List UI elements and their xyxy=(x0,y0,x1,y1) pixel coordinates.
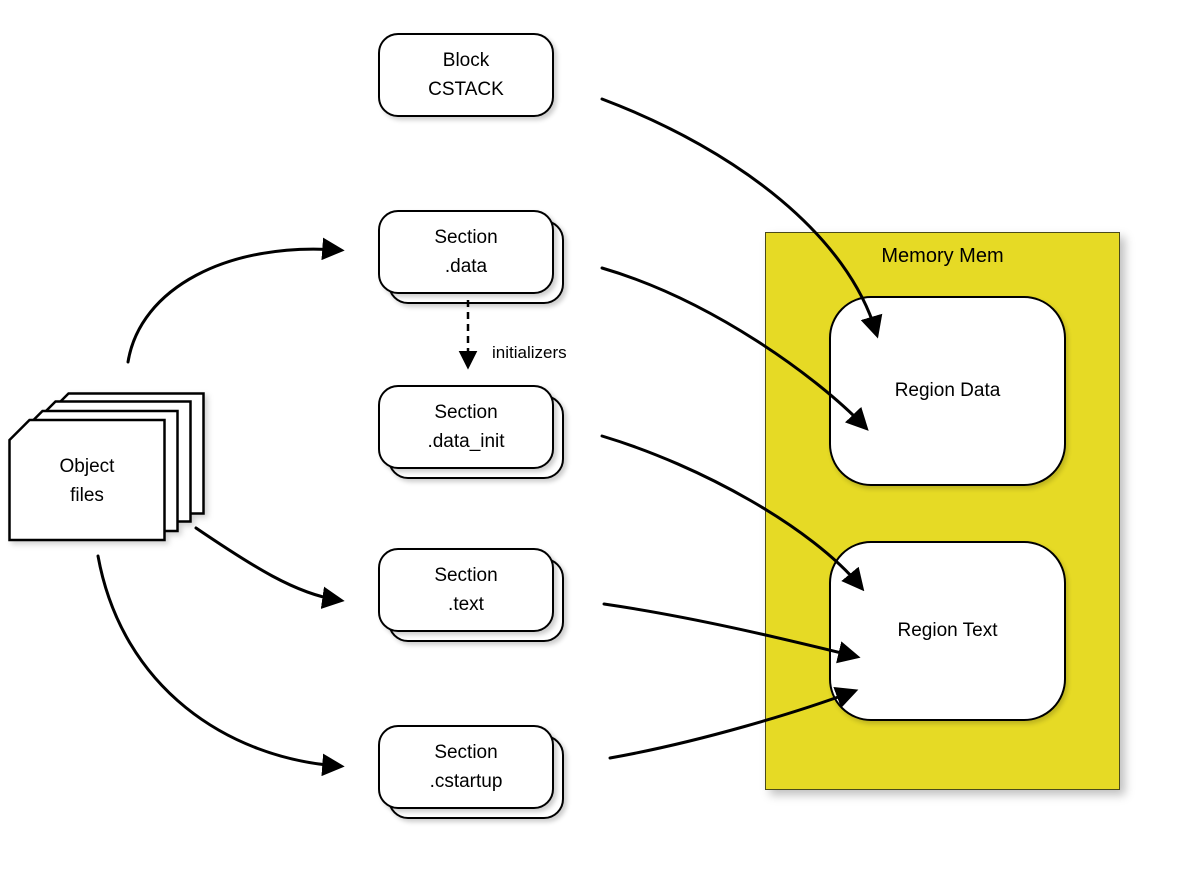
section-text-box: Section .text xyxy=(378,548,554,632)
region-data: Region Data xyxy=(829,296,1066,486)
node-label-line: Section xyxy=(434,226,498,248)
object-files-label-line: files xyxy=(70,485,104,506)
arrow-objectfiles-to-section-cstartup xyxy=(96,554,345,777)
object-files-label-line: Object xyxy=(59,455,115,477)
node-label-line: .text xyxy=(448,594,484,615)
node-label-line: Block xyxy=(442,49,490,71)
node-label-line: .data xyxy=(444,256,488,277)
node-label-line: Section xyxy=(434,741,498,763)
node-section-data-init: Section .data_init xyxy=(378,385,564,479)
node-label-line: Section xyxy=(434,564,498,586)
node-section-text: Section .text xyxy=(378,548,564,642)
memory-block: Memory Mem Region Data Region Text xyxy=(765,232,1120,790)
node-label-line: CSTACK xyxy=(428,79,504,100)
memory-title: Memory Mem xyxy=(881,245,1004,267)
region-text-label: Region Text xyxy=(897,620,998,641)
section-cstartup-box: Section .cstartup xyxy=(378,725,554,809)
node-label-line: .data_init xyxy=(427,431,505,452)
object-files-label: Object files xyxy=(9,420,165,542)
node-section-cstartup: Section .cstartup xyxy=(378,725,564,819)
object-file-page xyxy=(8,418,166,542)
section-data-init-box: Section .data_init xyxy=(378,385,554,469)
arrow-objectfiles-to-section-text xyxy=(194,526,345,609)
object-files-stack xyxy=(8,392,205,542)
arrow-objectfiles-to-section-data xyxy=(126,237,345,364)
block-cstack-box: Block CSTACK xyxy=(378,33,554,117)
node-block-cstack: Block CSTACK xyxy=(378,33,554,117)
region-data-label: Region Data xyxy=(894,380,1001,401)
node-section-data: Section .data xyxy=(378,210,564,304)
initializers-label: initializers xyxy=(492,343,567,362)
node-label-line: .cstartup xyxy=(429,771,503,792)
node-label-line: Section xyxy=(434,401,498,423)
section-data-box: Section .data xyxy=(378,210,554,294)
region-text: Region Text xyxy=(829,541,1066,721)
